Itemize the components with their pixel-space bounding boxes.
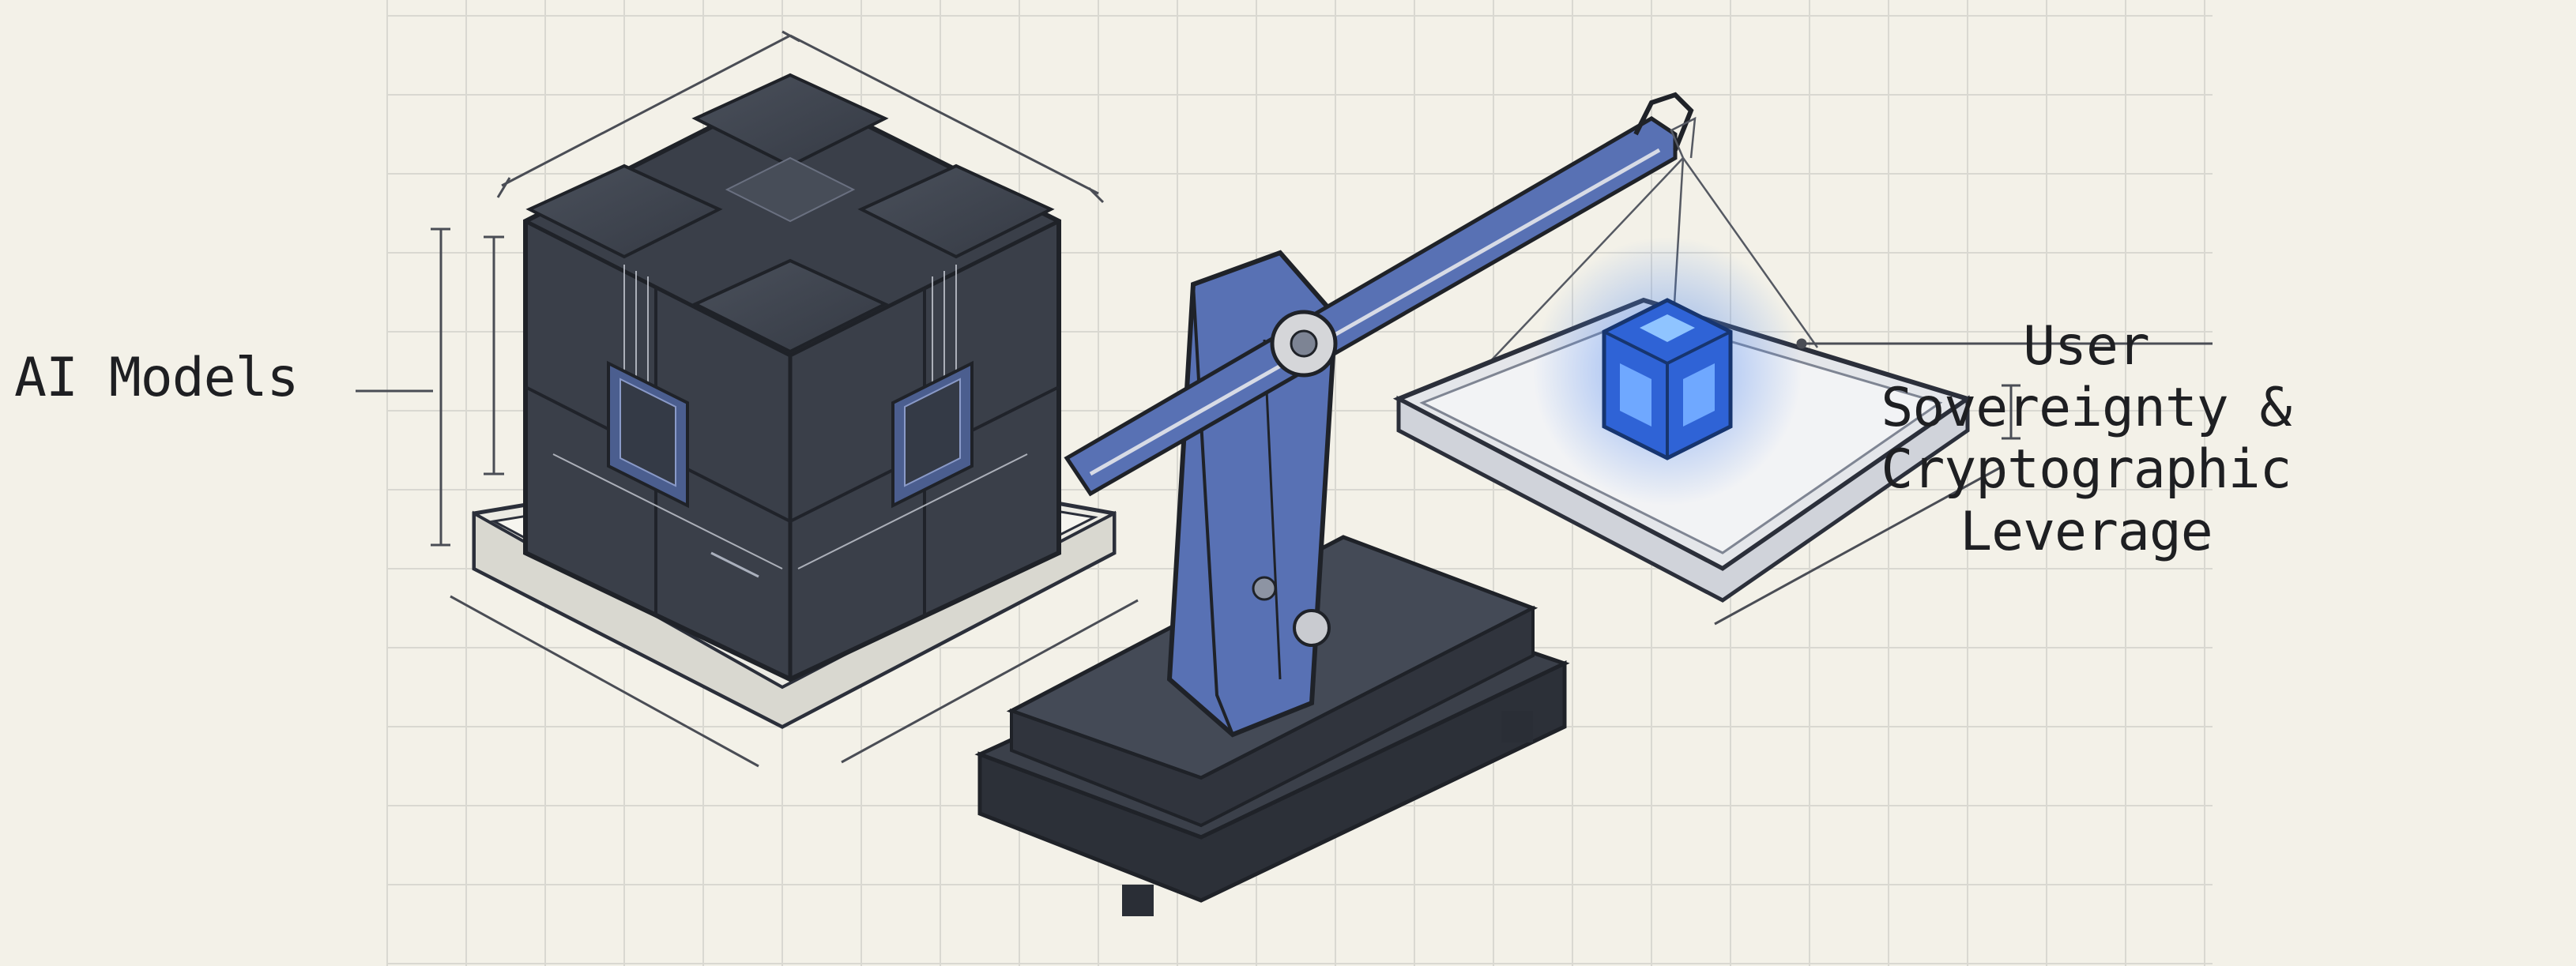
right-label-line-3: Cryptographic <box>1881 439 2291 501</box>
right-label-line-4: Leverage <box>1881 502 2291 563</box>
ai-models-label: AI Models <box>14 348 298 409</box>
ai-models-cube <box>525 75 1059 679</box>
sovereignty-cube <box>1533 237 1802 506</box>
user-sovereignty-label: User Sovereignty & Cryptographic Leverag… <box>1881 316 2291 563</box>
right-label-line-2: Sovereignty & <box>1881 378 2291 439</box>
right-label-line-1: User <box>1881 316 2291 378</box>
